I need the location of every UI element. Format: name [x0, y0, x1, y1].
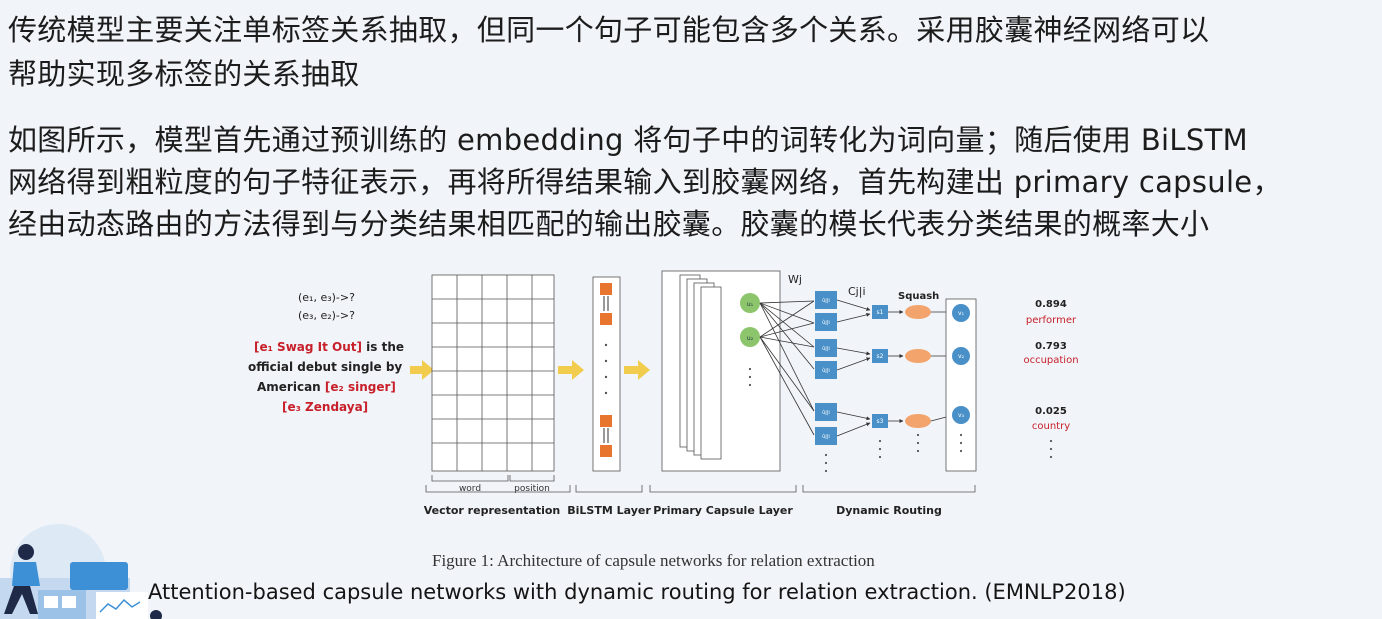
label-2: occupation [1023, 355, 1078, 366]
output-capsule-v1 [952, 304, 970, 322]
section-braces [425, 485, 976, 493]
label-dynamic-routing: Dynamic Routing [836, 504, 942, 517]
svg-text:ûj|i: ûj|i [822, 345, 830, 352]
bilstm-layer [592, 276, 621, 472]
lstm-cell [600, 415, 612, 427]
sentence-line-4: [e₃ Zendaya] [282, 400, 368, 414]
s3-box [872, 414, 888, 428]
person-laptop-illustration [0, 524, 162, 619]
label-bilstm-layer: BiLSTM Layer [567, 504, 651, 517]
vector-grid [431, 274, 555, 472]
person-head-icon [18, 544, 34, 560]
squash-nodes [905, 305, 931, 428]
paragraph-line: 传统模型主要关注单标签关系抽取，但同一个句子可能包含多个关系。采用胶囊神经网络可… [8, 13, 1210, 47]
squash-label: Squash [898, 291, 939, 302]
sub-braces [431, 475, 555, 482]
intro-paragraph: 传统模型主要关注单标签关系抽取，但同一个句子可能包含多个关系。采用胶囊神经网络可… [8, 8, 1209, 96]
input-sentence: [e₁ Swag It Out] is the official debut s… [248, 340, 404, 414]
primary-capsule-stack [661, 270, 781, 472]
svg-text:ûj|i: ûj|i [822, 433, 830, 440]
svg-text:ûj|i: ûj|i [822, 297, 830, 304]
flow-arrow [624, 360, 650, 380]
paragraph-line: 经由动态路由的方法得到与分类结果相匹配的输出胶囊。胶囊的模长代表分类结果的概率大… [8, 207, 1210, 241]
output-results: 0.894 performer 0.793 occupation 0.025 c… [1023, 299, 1078, 432]
u-hat-box [815, 339, 837, 357]
s1-box [872, 305, 888, 319]
paragraph-line: 帮助实现多标签的关系抽取 [8, 57, 360, 91]
sentence-line-2: official debut single by [248, 360, 402, 374]
primary-capsule-u2 [740, 327, 760, 347]
output-capsule-column [945, 298, 977, 472]
squash-node [905, 305, 931, 319]
sentence-line-1: [e₁ Swag It Out] is the [254, 340, 404, 354]
svg-text:u₂: u₂ [747, 335, 754, 342]
flow-arrow [558, 360, 584, 380]
score-1: 0.894 [1035, 299, 1067, 310]
u-hat-box [815, 361, 837, 379]
paragraph-line: 网络得到粗粒度的句子特征表示，再将所得结果输入到胶囊网络，首先构建出 prima… [8, 165, 1282, 199]
lstm-cell [600, 313, 612, 325]
figure-caption: Figure 1: Architecture of capsule networ… [432, 551, 875, 570]
svg-text:v₁: v₁ [958, 310, 965, 317]
lstm-cell [600, 283, 612, 295]
architecture-figure: (e₁, e₃)->? (e₃, e₂)->? [e₁ Swag It Out]… [240, 265, 1120, 520]
u-hat-box [815, 403, 837, 421]
svg-text:ûj|i: ûj|i [822, 319, 830, 326]
svg-text:ûj|i: ûj|i [822, 367, 830, 374]
svg-text:s2: s2 [877, 353, 884, 360]
label-1: performer [1026, 315, 1077, 326]
squash-node [905, 349, 931, 363]
label-3: country [1032, 421, 1070, 432]
laptop-screen-icon [70, 562, 128, 590]
u-hat-box [815, 313, 837, 331]
svg-text:ûj|i: ûj|i [822, 409, 830, 416]
squash-node [905, 414, 931, 428]
score-3: 0.025 [1035, 406, 1067, 417]
paragraph-line: 如图所示，模型首先通过预训练的 embedding 将句子中的词转化为词向量；随… [8, 123, 1248, 157]
routing-connections [759, 300, 815, 436]
u-hat-box [815, 427, 837, 445]
label-primary-capsule-layer: Primary Capsule Layer [653, 504, 793, 517]
score-2: 0.793 [1035, 341, 1067, 352]
architecture-diagram: (e₁, e₃)->? (e₃, e₂)->? [e₁ Swag It Out]… [248, 270, 1079, 517]
u-hat-box [815, 291, 837, 309]
svg-text:s3: s3 [877, 418, 884, 425]
prediction-boxes [815, 291, 837, 445]
word-label: word [459, 484, 481, 494]
position-label: position [514, 484, 550, 494]
flow-arrows [410, 360, 650, 380]
sentence-line-3: American [e₂ singer] [257, 380, 396, 394]
cji-label: Cj|i [848, 285, 866, 298]
s2-box [872, 349, 888, 363]
svg-text:u₁: u₁ [747, 301, 754, 308]
query-2: (e₃, e₂)->? [298, 309, 355, 322]
output-capsule-v2 [952, 347, 970, 365]
primary-capsule-u1 [740, 293, 760, 313]
paper-citation: Attention-based capsule networks with dy… [148, 580, 1126, 604]
sum-boxes [872, 305, 888, 428]
flow-arrow [410, 360, 434, 380]
output-capsule-v3 [952, 406, 970, 424]
query-1: (e₁, e₃)->? [298, 291, 355, 304]
wj-label: Wj [788, 273, 802, 286]
label-vector-representation: Vector representation [424, 504, 561, 517]
svg-text:s1: s1 [877, 309, 884, 316]
lstm-cell [600, 445, 612, 457]
svg-text:v₃: v₃ [958, 412, 965, 419]
method-paragraph: 如图所示，模型首先通过预训练的 embedding 将句子中的词转化为词向量；随… [8, 119, 1282, 245]
svg-text:v₂: v₂ [958, 353, 965, 360]
